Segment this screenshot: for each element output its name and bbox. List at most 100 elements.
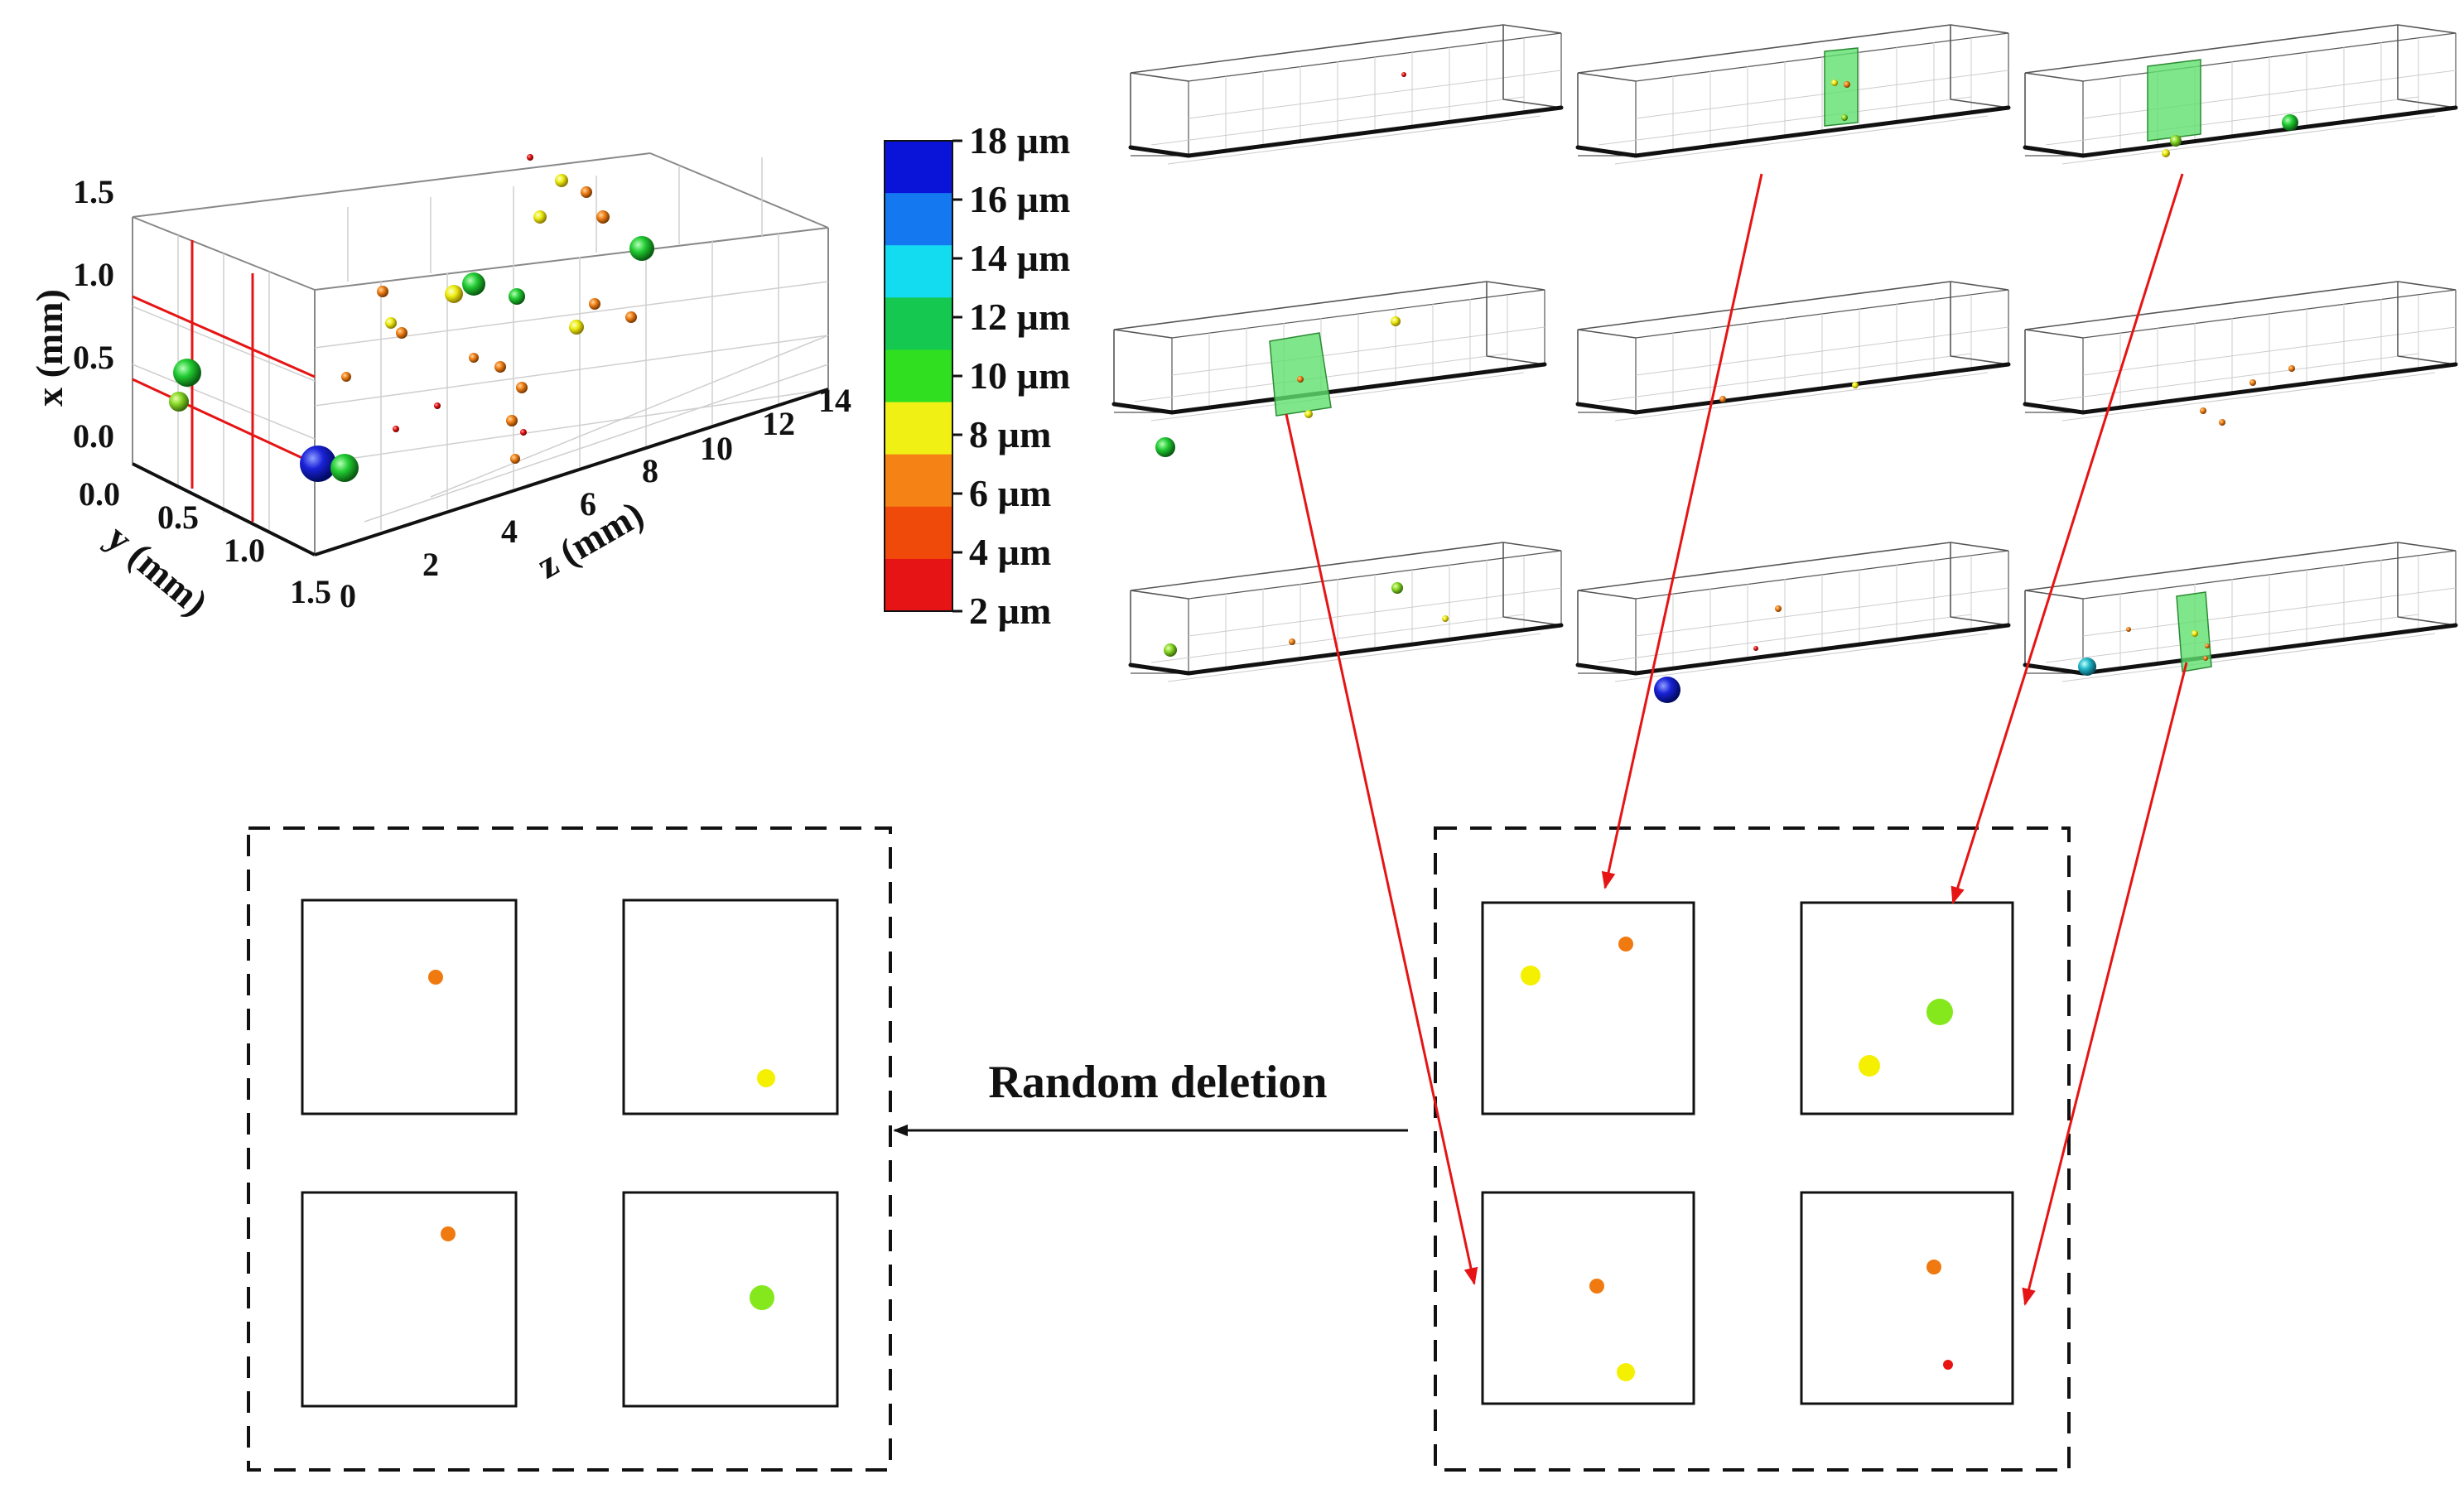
particle bbox=[2205, 643, 2210, 648]
particle bbox=[533, 210, 547, 224]
particle bbox=[377, 286, 388, 297]
subvolume-box bbox=[2025, 25, 2456, 164]
particle bbox=[1164, 643, 1177, 657]
particle bbox=[2078, 658, 2096, 676]
particle bbox=[1841, 114, 1848, 121]
z-tick: 0 bbox=[340, 577, 356, 614]
slice-plane bbox=[2147, 59, 2201, 142]
slice-square bbox=[1481, 1191, 1695, 1405]
particle bbox=[555, 174, 568, 187]
random-deletion: Random deletion bbox=[893, 1057, 1408, 1137]
scatter3d-front-axes bbox=[132, 388, 829, 556]
z-tick: 2 bbox=[422, 546, 439, 583]
particle bbox=[1753, 646, 1758, 651]
y-tick: 0.0 bbox=[79, 475, 120, 513]
dashed-frame bbox=[1434, 826, 2071, 1472]
subvolume-box bbox=[1131, 542, 1561, 682]
particle bbox=[527, 154, 533, 161]
colorbar-label: 12 µm bbox=[969, 296, 1070, 338]
particle bbox=[2288, 365, 2295, 372]
y-tick: 0.5 bbox=[157, 499, 199, 536]
particle bbox=[169, 392, 189, 412]
colorbar-swatch bbox=[885, 193, 952, 246]
slice-mapping-arrows bbox=[1285, 173, 2188, 1307]
colorbar-swatch bbox=[885, 506, 952, 560]
colorbar-swatch bbox=[885, 245, 952, 298]
particle bbox=[1719, 396, 1726, 402]
particle bbox=[1654, 677, 1680, 703]
subvolume-box bbox=[2025, 542, 2456, 682]
particle bbox=[494, 361, 506, 373]
particle bbox=[2170, 135, 2182, 147]
particle bbox=[396, 327, 407, 339]
particle bbox=[462, 272, 485, 296]
slice-square bbox=[622, 899, 839, 1115]
particle bbox=[341, 372, 351, 382]
particle bbox=[2282, 114, 2298, 131]
particle bbox=[2203, 656, 2208, 661]
particle bbox=[1391, 582, 1403, 594]
slice-plane bbox=[1269, 332, 1332, 417]
subvolume-box bbox=[1131, 25, 1561, 164]
z-tick: 8 bbox=[642, 452, 658, 489]
particle bbox=[330, 454, 359, 482]
x-tick: 1.5 bbox=[73, 173, 114, 210]
slice-square bbox=[301, 1191, 518, 1408]
colorbar-label: 2 µm bbox=[969, 590, 1051, 632]
particle bbox=[1831, 79, 1838, 86]
colorbar-swatch bbox=[885, 349, 952, 403]
colorbar-swatch bbox=[885, 558, 952, 612]
particle bbox=[445, 285, 463, 303]
particle bbox=[520, 429, 527, 436]
scatter3d-gridlines bbox=[132, 157, 829, 534]
particle bbox=[300, 446, 336, 482]
particle bbox=[1297, 376, 1304, 383]
x-axis-title: x (mm) bbox=[28, 289, 70, 407]
particle bbox=[589, 298, 600, 310]
particle bbox=[2200, 407, 2206, 414]
particle-dot bbox=[441, 1226, 456, 1241]
particle bbox=[1391, 316, 1401, 326]
y-axis-ticks: 0.0 0.5 1.0 1.5 bbox=[79, 475, 331, 610]
particle bbox=[516, 382, 528, 393]
particle bbox=[1775, 605, 1782, 612]
particle bbox=[510, 454, 520, 464]
particle bbox=[625, 311, 637, 323]
subvolume-box bbox=[2025, 282, 2456, 426]
colorbar-swatch bbox=[885, 297, 952, 350]
slice-square bbox=[301, 899, 518, 1115]
colorbar-swatch bbox=[885, 402, 952, 455]
x-tick: 0.5 bbox=[73, 339, 114, 376]
particle bbox=[1155, 437, 1175, 457]
x-axis-ticks: 1.5 1.0 0.5 0.0 bbox=[73, 173, 114, 455]
particle bbox=[385, 317, 397, 329]
z-tick: 4 bbox=[501, 513, 518, 550]
particle bbox=[434, 402, 441, 409]
particle bbox=[581, 186, 592, 198]
colorbar-label: 8 µm bbox=[969, 413, 1051, 455]
particle-dot bbox=[1618, 937, 1633, 952]
particle bbox=[1844, 81, 1850, 88]
deletion-label: Random deletion bbox=[988, 1057, 1327, 1108]
colorbar-label: 4 µm bbox=[969, 531, 1051, 573]
colorbar-swatch bbox=[885, 454, 952, 508]
particle bbox=[569, 320, 584, 335]
colorbar-label: 6 µm bbox=[969, 472, 1051, 514]
slice-square bbox=[1800, 1191, 2014, 1405]
arrow bbox=[1950, 173, 2184, 905]
particle bbox=[629, 236, 654, 261]
particle bbox=[1852, 382, 1859, 388]
colorbar-label: 16 µm bbox=[969, 178, 1070, 220]
particle bbox=[2162, 149, 2170, 157]
particle-dot bbox=[1589, 1279, 1604, 1294]
x-tick: 1.0 bbox=[73, 256, 114, 293]
scatter3d-panel: 1.5 1.0 0.5 0.0 x (mm) 0.0 0.5 1.0 1.5 y… bbox=[28, 152, 851, 624]
particle bbox=[1289, 638, 1295, 645]
colorbar-swatches bbox=[885, 141, 952, 612]
arrow bbox=[1285, 413, 1478, 1286]
particle-dot bbox=[1943, 1360, 1953, 1370]
z-tick: 6 bbox=[580, 485, 596, 523]
colorbar-label: 18 µm bbox=[969, 119, 1070, 161]
particle-dot bbox=[1617, 1363, 1635, 1381]
